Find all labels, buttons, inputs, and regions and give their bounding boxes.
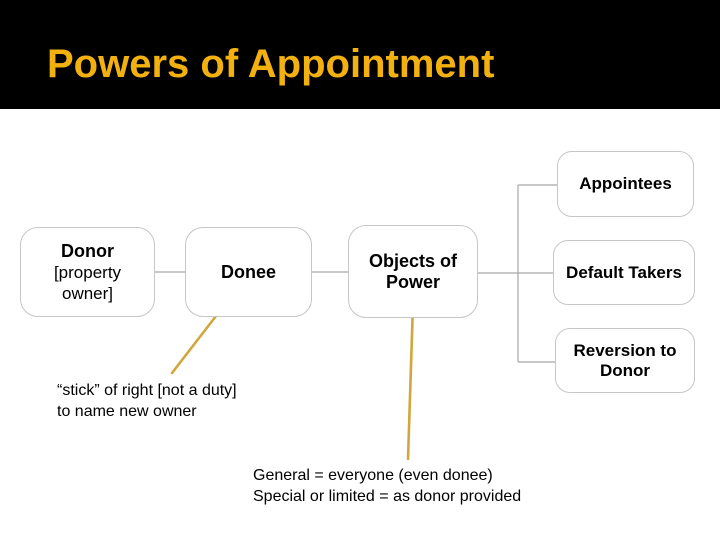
donee-note-line2: to name new owner	[57, 403, 197, 420]
node-appointees: Appointees	[557, 151, 694, 217]
node-objects-of-power-title: Objects of Power	[368, 250, 457, 292]
slide-title: Powers of Appointment	[47, 42, 495, 86]
node-reversion-to-donor: Reversion to Donor	[555, 328, 695, 393]
node-objects-of-power: Objects of Power	[348, 225, 478, 318]
node-default-takers: Default Takers	[553, 240, 695, 305]
node-donor-subtitle: [property owner]	[53, 262, 122, 303]
node-donor-title: Donor	[61, 240, 114, 261]
node-reversion-to-donor-title: Reversion to Donor	[573, 340, 677, 380]
objects-note-line2: Special or limited = as donor provided	[253, 488, 522, 505]
node-donee-title: Donee	[220, 261, 276, 282]
objects-note-line1: General = everyone (even donee)	[253, 467, 493, 484]
node-donee: Donee	[185, 227, 312, 317]
donee-note: “stick” of right [not a duty] to name ne…	[57, 380, 237, 422]
objects-note: General = everyone (even donee) Special …	[253, 465, 521, 507]
node-default-takers-title: Default Takers	[566, 262, 682, 282]
donee-note-line1: “stick” of right [not a duty]	[57, 382, 237, 399]
slide-header: Powers of Appointment	[0, 0, 720, 109]
callout-line-objects-note	[406, 302, 415, 461]
node-donor: Donor [property owner]	[20, 227, 155, 317]
node-appointees-title: Appointees	[579, 174, 672, 193]
